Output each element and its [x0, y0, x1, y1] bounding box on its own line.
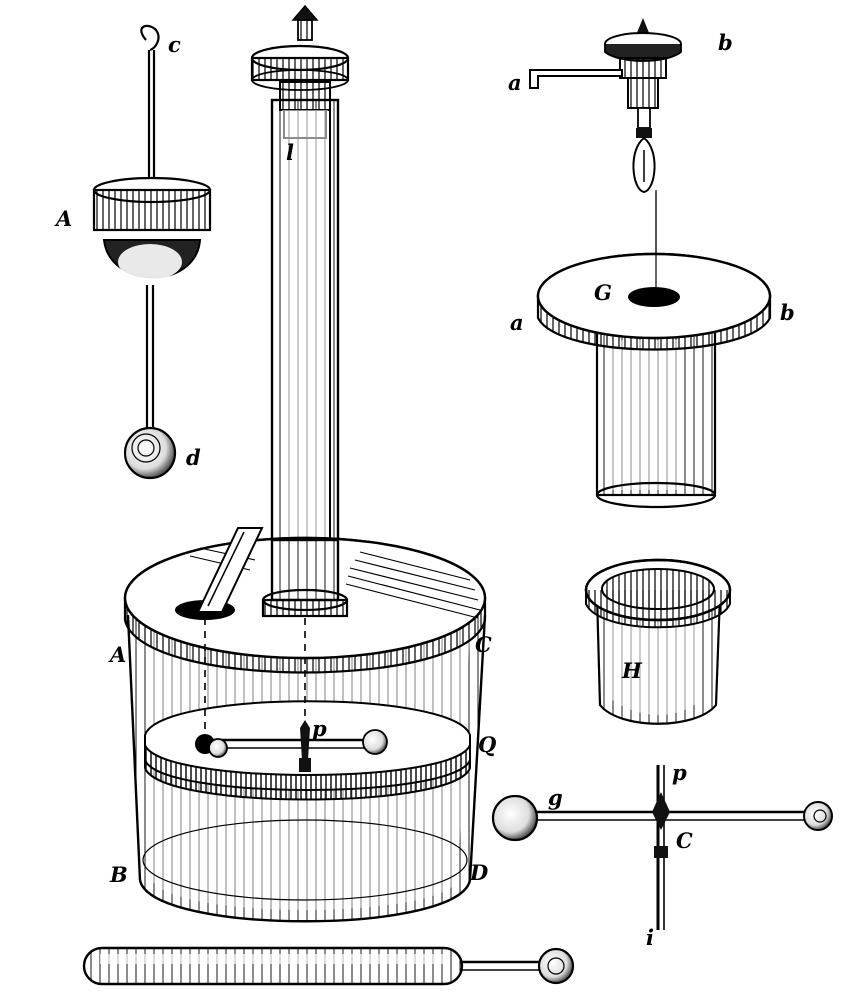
label-p-rod: p — [672, 760, 687, 785]
label-c-hook: c — [168, 32, 181, 57]
label-i-rod: i — [646, 925, 654, 950]
label-C-lid: C — [475, 632, 492, 657]
figure-labels: c A d l a b G a b H A C Q p B D g p C i — [54, 30, 795, 950]
label-b-rim: b — [780, 300, 795, 325]
label-B-base: B — [109, 862, 128, 887]
label-D-base: D — [469, 860, 489, 885]
glass-case — [123, 527, 487, 923]
suspension-weight — [92, 24, 212, 480]
hook-c — [140, 24, 160, 52]
label-l-column: l — [286, 140, 294, 165]
label-a-rim: a — [510, 310, 524, 335]
label-g-ball: g — [548, 785, 563, 810]
central-column — [250, 4, 350, 616]
label-Q-scale: Q — [478, 732, 496, 757]
label-a-arm: a — [508, 70, 522, 95]
label-C-center: C — [676, 828, 693, 853]
balance-arm-detail — [491, 765, 833, 930]
label-b-head: b — [718, 30, 733, 55]
torsion-head-detail — [529, 18, 682, 292]
label-G-hole: G — [594, 280, 612, 305]
label-H-cup: H — [621, 658, 643, 683]
flanged-cylinder — [536, 190, 772, 509]
label-d-ball: d — [186, 445, 201, 470]
label-A-lid: A — [108, 642, 126, 667]
charging-wand — [82, 946, 575, 986]
cup-H — [584, 558, 732, 725]
label-p-needle: p — [312, 716, 327, 741]
label-A-weight: A — [54, 206, 72, 231]
